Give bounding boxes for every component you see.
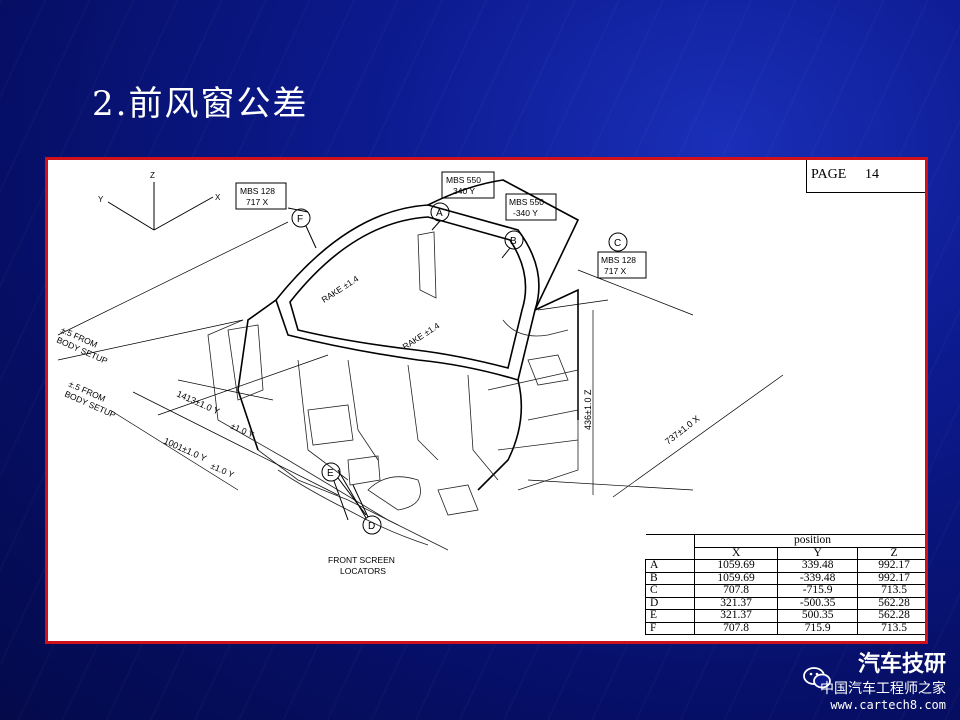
marker-e: E (321, 462, 367, 521)
svg-text:717 X: 717 X (246, 197, 269, 207)
watermark-site-name: 中国汽车工程师之家 (820, 681, 946, 697)
table-columns-row: X Y Z (646, 546, 925, 560)
windshield-drawing: Z Y X (55, 171, 784, 576)
callout-a: MBS 550 340 Y (441, 171, 495, 199)
svg-text:A: A (436, 208, 443, 219)
page-number: 14 (865, 167, 879, 182)
svg-text:E: E (327, 468, 334, 479)
table-corner-cell (645, 534, 695, 560)
marker-f: F (291, 208, 317, 249)
column-z: Z (857, 546, 925, 560)
dim-x-737: 737±1.0 X (663, 413, 701, 446)
rake-label-1: RAKE ±1.4 (320, 273, 361, 304)
page-box: PAGE 14 (806, 160, 925, 193)
svg-text:MBS 550: MBS 550 (509, 197, 544, 207)
wechat-icon (803, 667, 831, 689)
table-row: A 1059.69 339.48 992.17 (645, 559, 925, 573)
dimension-lines (57, 221, 784, 498)
position-table: position X Y Z A 1059.69 339.48 992.17 B… (645, 534, 925, 635)
page-label: PAGE (811, 167, 847, 182)
marker-c: C (608, 232, 628, 252)
axis-y-label: Y (98, 195, 104, 204)
marker-a: A (430, 202, 450, 231)
svg-text:-340 Y: -340 Y (513, 208, 538, 218)
column-y: Y (777, 546, 859, 560)
rake-label-2: RAKE ±1.4 (401, 320, 442, 351)
drawing-panel: PAGE 14 Z Y X (45, 157, 928, 644)
callout-f: MBS 128 717 X (235, 182, 309, 213)
marker-b: B (501, 230, 524, 259)
svg-text:MBS 128: MBS 128 (601, 255, 636, 265)
slide-title: 2.前风窗公差 (92, 84, 309, 124)
callout-b: MBS 550 -340 Y (505, 193, 557, 221)
dim-z-436: 436±1.0 Z (583, 389, 593, 430)
svg-text:340 Y: 340 Y (453, 186, 475, 196)
svg-text:MBS 550: MBS 550 (446, 175, 481, 185)
dim-y-1001: 1001±1.0 Y (162, 436, 208, 464)
svg-text:717 X: 717 X (604, 266, 627, 276)
dim-y-1413: 1413±1.0 Y (175, 389, 221, 417)
watermark: 汽车技研 中国汽车工程师之家 www.cartech8.com (820, 646, 946, 712)
axis-z-label: Z (150, 171, 155, 180)
axis-x-label: X (215, 193, 221, 202)
svg-text:D: D (368, 521, 375, 532)
svg-text:B: B (510, 236, 517, 247)
svg-text:C: C (614, 238, 621, 249)
marker-d: D (337, 469, 382, 535)
table-header-row: position (645, 534, 925, 560)
table-row: C 707.8 -715.9 713.5 (645, 584, 925, 598)
axis-triad: Z Y X (98, 171, 221, 231)
table-row: D 321.37 -500.35 562.28 (645, 596, 925, 610)
column-x: X (693, 546, 779, 560)
watermark-brand: 汽车技研 (857, 652, 946, 677)
table-row: B 1059.69 -339.48 992.17 (645, 571, 925, 585)
body-structure (207, 231, 579, 551)
callout-c: MBS 128 717 X (597, 251, 647, 279)
windshield-frame (237, 179, 580, 491)
table-row: F 707.8 715.9 713.5 (645, 621, 925, 635)
svg-text:F: F (297, 214, 303, 225)
table-row: E 321.37 500.35 562.28 (645, 609, 925, 623)
watermark-url: www.cartech8.com (830, 698, 946, 712)
locators-label-2: LOCATORS (340, 566, 386, 576)
table-header: position (694, 534, 925, 548)
locators-label-1: FRONT SCREEN (328, 555, 395, 565)
svg-text:MBS 128: MBS 128 (240, 186, 275, 196)
dim-y-small-1: ±1.0 Y (229, 421, 256, 440)
dim-y-small-2: ±1.0 Y (209, 461, 236, 480)
